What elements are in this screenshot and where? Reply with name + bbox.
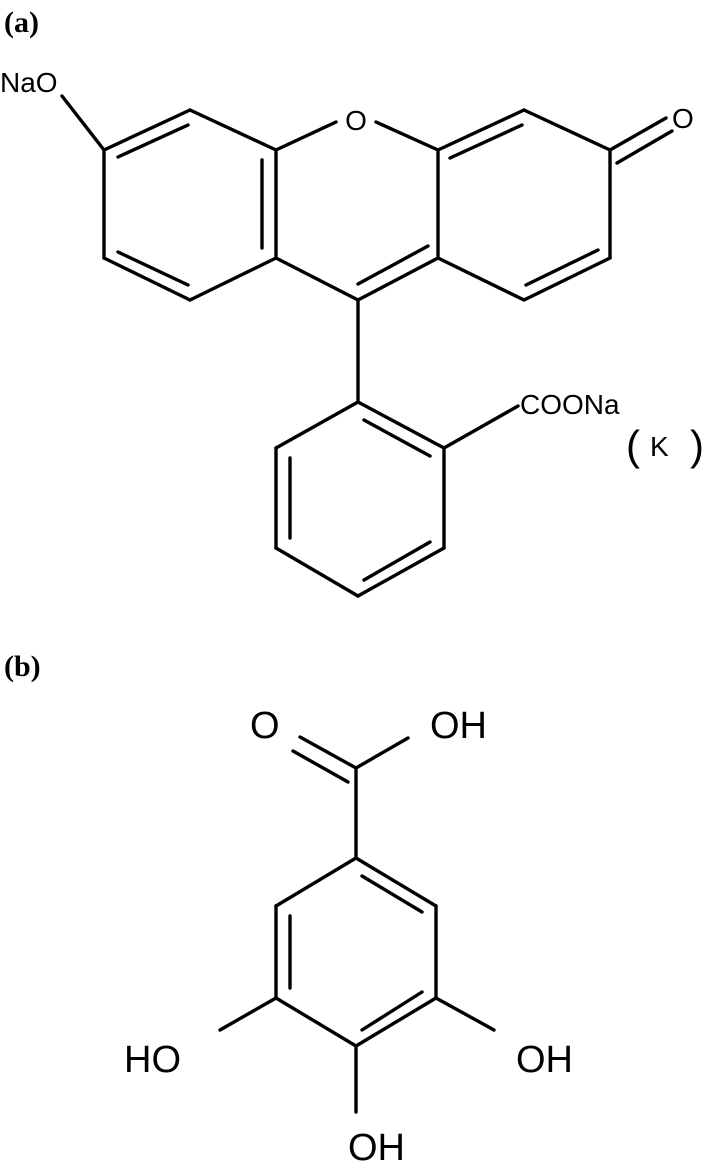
bond	[615, 129, 674, 165]
atom-label-hydroxyl-left: HO	[124, 1039, 181, 1081]
panel-label-b: (b)	[4, 650, 41, 683]
double-bond-inner	[448, 123, 524, 160]
bond	[354, 736, 410, 770]
bond	[356, 546, 446, 598]
atom-label-k-open-paren: (	[626, 422, 640, 469]
bond	[60, 94, 106, 152]
bond	[102, 108, 192, 152]
atom-label-acid-hydroxyl: OH	[430, 705, 487, 747]
bond	[274, 400, 360, 450]
double-bond-inner	[116, 250, 190, 287]
atom-label-hydroxyl-bottom: OH	[348, 1127, 405, 1169]
bond	[442, 404, 520, 450]
double-bond-inner	[116, 123, 190, 159]
bond	[274, 256, 360, 302]
atom-label-coona: COONa	[520, 389, 620, 420]
atom-label-k: K	[650, 431, 669, 462]
bond	[291, 749, 350, 784]
bond	[274, 856, 358, 908]
fluorescein-bonds	[60, 94, 674, 598]
bond	[608, 116, 668, 152]
atom-label-acid-oxygen: O	[250, 705, 280, 747]
bond	[522, 256, 612, 302]
atom-label-keto-oxygen: O	[672, 103, 694, 134]
double-bond-inner	[362, 418, 432, 458]
bond	[356, 256, 440, 302]
panel-a: (a)	[0, 6, 704, 598]
double-bond-inner	[360, 874, 424, 914]
bond	[354, 996, 438, 1048]
gallic-acid-atom-labels: O OH HO OH OH	[124, 705, 573, 1169]
bond	[274, 546, 360, 598]
fluorescein-atom-labels: NaO O O COONa ( K )	[0, 67, 704, 469]
bond	[436, 108, 526, 152]
bond	[274, 996, 358, 1048]
panel-label-a: (a)	[4, 6, 39, 39]
atom-label-hydroxyl-right: OH	[516, 1039, 573, 1081]
bond	[102, 256, 192, 302]
bond	[434, 996, 496, 1032]
double-bond-inner	[360, 990, 424, 1032]
bond	[354, 856, 438, 908]
bond	[356, 400, 446, 450]
gallic-acid-bonds	[218, 735, 496, 1114]
atom-label-ring-oxygen: O	[345, 105, 367, 136]
bond	[188, 256, 278, 302]
double-bond-inner	[524, 248, 600, 287]
bond	[522, 108, 612, 152]
double-bond-inner	[362, 540, 432, 582]
bond	[188, 108, 278, 152]
bond	[436, 256, 526, 302]
bond	[298, 735, 358, 770]
double-bond-inner	[356, 244, 430, 286]
bond	[274, 120, 338, 152]
panel-b: (b) O OH HO OH OH	[4, 650, 573, 1169]
bond	[218, 996, 278, 1032]
atom-label-nao: NaO	[0, 67, 58, 98]
bond	[374, 120, 440, 152]
atom-label-k-close-paren: )	[690, 422, 704, 469]
